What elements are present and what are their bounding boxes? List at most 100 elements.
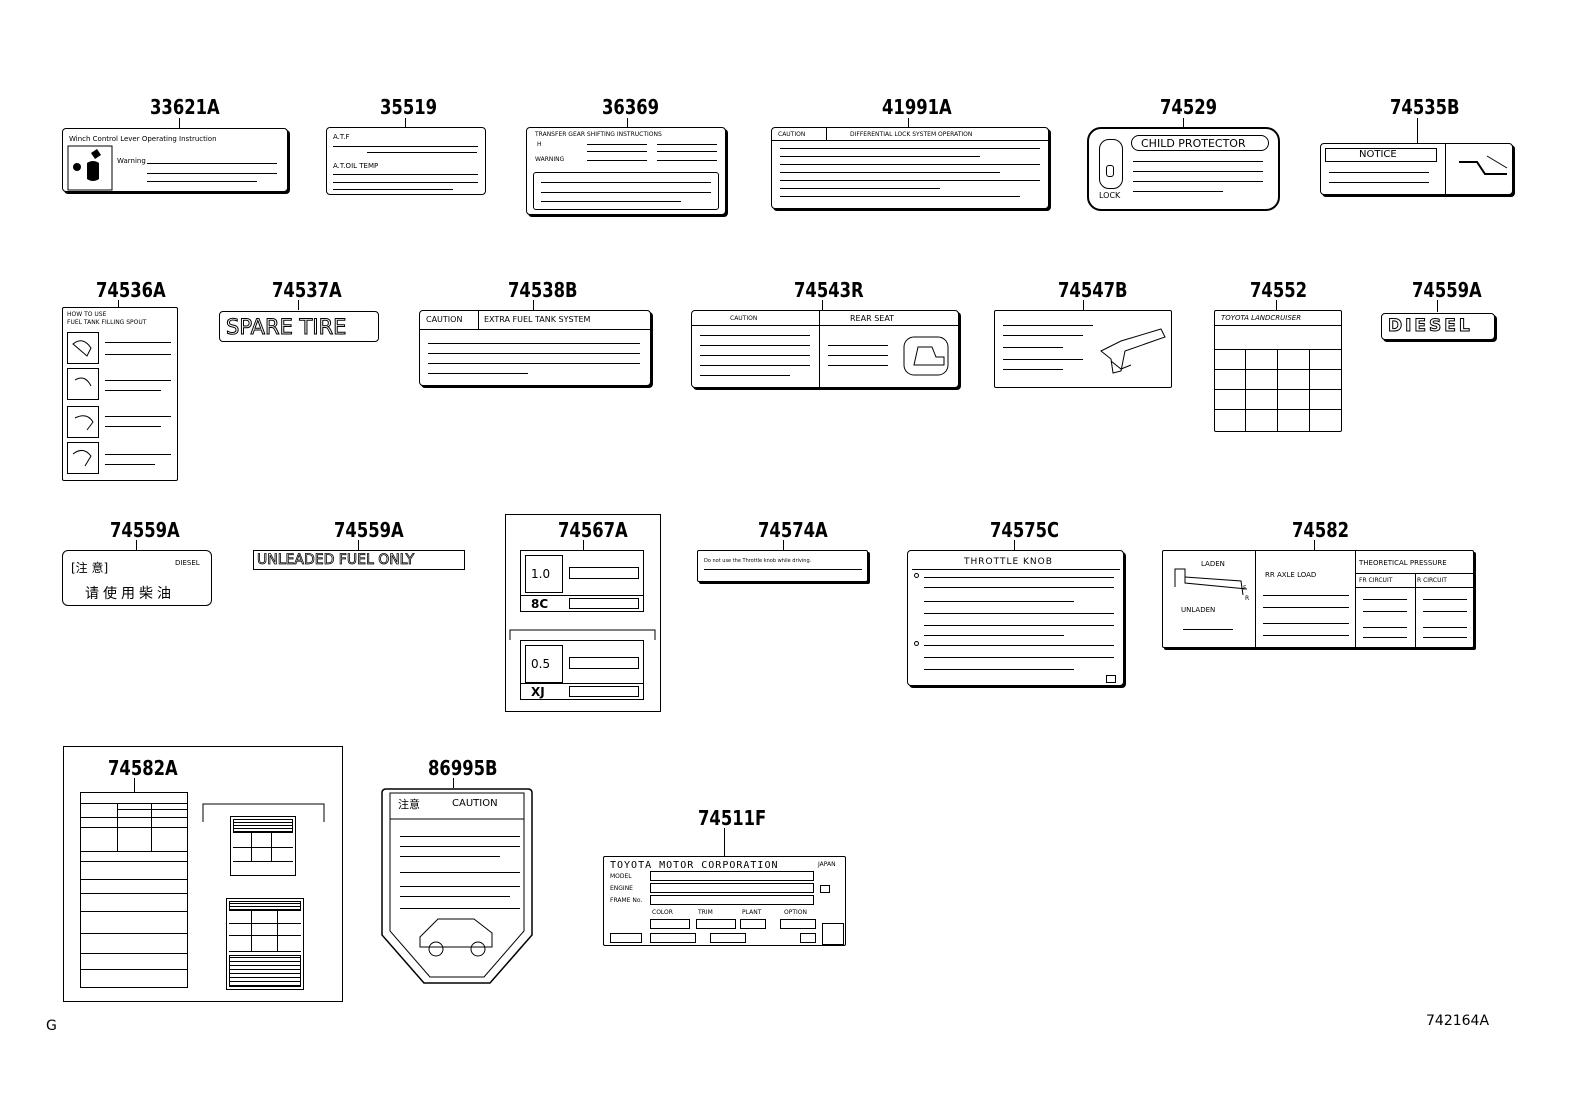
leader-line <box>136 540 137 550</box>
small-table-sheet-1 <box>230 816 296 876</box>
atf-title: A.T.F <box>333 133 350 141</box>
theoretical-pressure-text: THEORETICAL PRESSURE <box>1359 559 1447 567</box>
part-number-74559a-3: 74559A <box>334 518 404 542</box>
mechanism-icon <box>1100 328 1166 374</box>
part-number-74543r: 74543R <box>794 278 864 302</box>
part-number-33621a: 33621A <box>150 95 220 119</box>
part-number-74574a: 74574A <box>758 518 828 542</box>
winch-warning: Warning <box>117 157 146 165</box>
leader-line <box>724 828 725 856</box>
fuel-spout-label: HOW TO USE FUEL TANK FILLING SPOUT <box>62 307 178 481</box>
unleaded-text: UNLEADED FUEL ONLY <box>257 552 415 569</box>
part-number-74538b: 74538B <box>508 278 578 302</box>
leader-line <box>783 540 784 550</box>
diesel-badge-text: DIESEL <box>1388 316 1473 337</box>
leader-line <box>405 118 406 128</box>
color-text: COLOR <box>652 909 673 916</box>
trim-text: TRIM <box>698 909 713 916</box>
part-number-74537a: 74537A <box>272 278 342 302</box>
unladen-text: UNLADEN <box>1181 606 1216 614</box>
laden-text: LADEN <box>1201 560 1225 568</box>
part-number-36369: 36369 <box>602 95 660 119</box>
atf-label: A.T.F A.T.OIL TEMP <box>326 127 486 195</box>
fuel-spout-title-2: FUEL TANK FILLING SPOUT <box>67 319 147 326</box>
jp-use-diesel-text: 请使用柴油 <box>85 586 175 602</box>
part-number-74535b: 74535B <box>1390 95 1460 119</box>
throttle-knob-label: THROTTLE KNOB <box>907 550 1124 686</box>
r-circuit-text: R CIRCUIT <box>1417 577 1447 584</box>
leader-line <box>453 778 454 788</box>
engine-text: ENGINE <box>610 885 633 892</box>
part-number-74559a-2: 74559A <box>110 518 180 542</box>
r-mark: R <box>1245 595 1250 602</box>
landcruiser-text: TOYOTA LANDCRUISER <box>1221 314 1302 322</box>
leader-line <box>583 540 584 550</box>
rear-seat-caution: CAUTION <box>730 315 758 322</box>
throttle-note: Do not use the Throttle knob while drivi… <box>704 558 812 564</box>
leader-line <box>627 118 628 128</box>
rr-axle-load-text: RR AXLE LOAD <box>1265 571 1317 579</box>
child-protector-label: CHILD PROTECTOR LOCK <box>1087 127 1280 211</box>
japan-text: JAPAN <box>818 861 836 868</box>
throttle-note-label: Do not use the Throttle knob while drivi… <box>697 550 868 582</box>
leader-line <box>134 778 135 792</box>
unleaded-label: UNLEADED FUEL ONLY <box>253 550 465 570</box>
extra-fuel-tank-label: CAUTION EXTRA FUEL TANK SYSTEM <box>419 310 651 386</box>
leader-line <box>358 540 359 550</box>
leader-line <box>118 300 119 308</box>
leader-line <box>533 300 534 310</box>
vehicle-id-plate: TOYOTA MOTOR CORPORATION JAPAN MODEL ENG… <box>603 856 846 946</box>
part-number-74582a: 74582A <box>108 756 178 780</box>
extra-fuel-caution: CAUTION <box>426 315 463 324</box>
bracket-mark <box>202 803 325 822</box>
code-xj: XJ <box>531 685 545 699</box>
tire-info-sheet <box>80 792 188 988</box>
spare-tire-text: SPARE TIRE <box>225 315 347 340</box>
leader-line <box>908 118 909 128</box>
toyota-motor-text: TOYOTA MOTOR CORPORATION <box>610 860 779 871</box>
leader-line <box>822 300 823 310</box>
part-number-74582: 74582 <box>1292 518 1350 542</box>
leader-line <box>1417 118 1418 143</box>
fuel-spout-title-1: HOW TO USE <box>67 311 107 318</box>
leader-line <box>1276 300 1277 310</box>
at-oil-temp: A.T.OIL TEMP <box>333 162 379 170</box>
fuel-spout-steps-icon <box>72 340 94 467</box>
part-number-74529: 74529 <box>1160 95 1218 119</box>
transfer-h: H <box>537 141 542 148</box>
small-table-sheet-2 <box>226 898 304 990</box>
plant-text: PLANT <box>742 909 762 916</box>
part-number-35519: 35519 <box>380 95 438 119</box>
part-number-74511f: 74511F <box>698 806 767 830</box>
part-number-41991a: 41991A <box>882 95 952 119</box>
bracket-mark <box>509 629 656 640</box>
group-box-74567a <box>505 514 661 712</box>
jp-diesel-label: [注 意] DIESEL 请使用柴油 <box>62 550 212 606</box>
leader-line <box>1183 118 1184 128</box>
fr-circuit-text: FR CIRCUIT <box>1359 577 1393 584</box>
jp-diesel-text: DIESEL <box>175 559 200 567</box>
part-number-74575c: 74575C <box>990 518 1060 542</box>
winch-lever-icon <box>67 145 113 191</box>
caution-shield-label <box>381 788 533 984</box>
part-number-74567a: 74567A <box>558 518 628 542</box>
winch-title: Winch Control Lever Operating Instructio… <box>69 135 217 143</box>
leader-line <box>1314 540 1315 550</box>
diff-lock-label: CAUTION DIFFERENTIAL LOCK SYSTEM OPERATI… <box>771 127 1049 209</box>
leader-line <box>1014 540 1015 550</box>
part-number-74547b: 74547B <box>1058 278 1128 302</box>
lock-text: LOCK <box>1099 191 1121 200</box>
landcruiser-table-label: TOYOTA LANDCRUISER <box>1214 310 1342 432</box>
notice-diagram-icon <box>1459 155 1508 175</box>
model-text: MODEL <box>610 873 632 880</box>
code-10: 1.0 <box>531 567 551 581</box>
part-number-74536a: 74536A <box>96 278 166 302</box>
code-label-2: 0.5 XJ <box>520 640 644 700</box>
caution-2: CAUTION <box>452 798 498 809</box>
transfer-gear-label: TRANSFER GEAR SHIFTING INSTRUCTIONS H WA… <box>526 127 726 215</box>
diff-caution: CAUTION <box>778 131 806 138</box>
jp-caution-2: 注意 <box>398 798 420 811</box>
jp-caution-text: [注 意] <box>71 561 109 575</box>
frame-no-text: FRAME No. <box>610 897 643 904</box>
code-label-1: 1.0 8C <box>520 550 644 612</box>
